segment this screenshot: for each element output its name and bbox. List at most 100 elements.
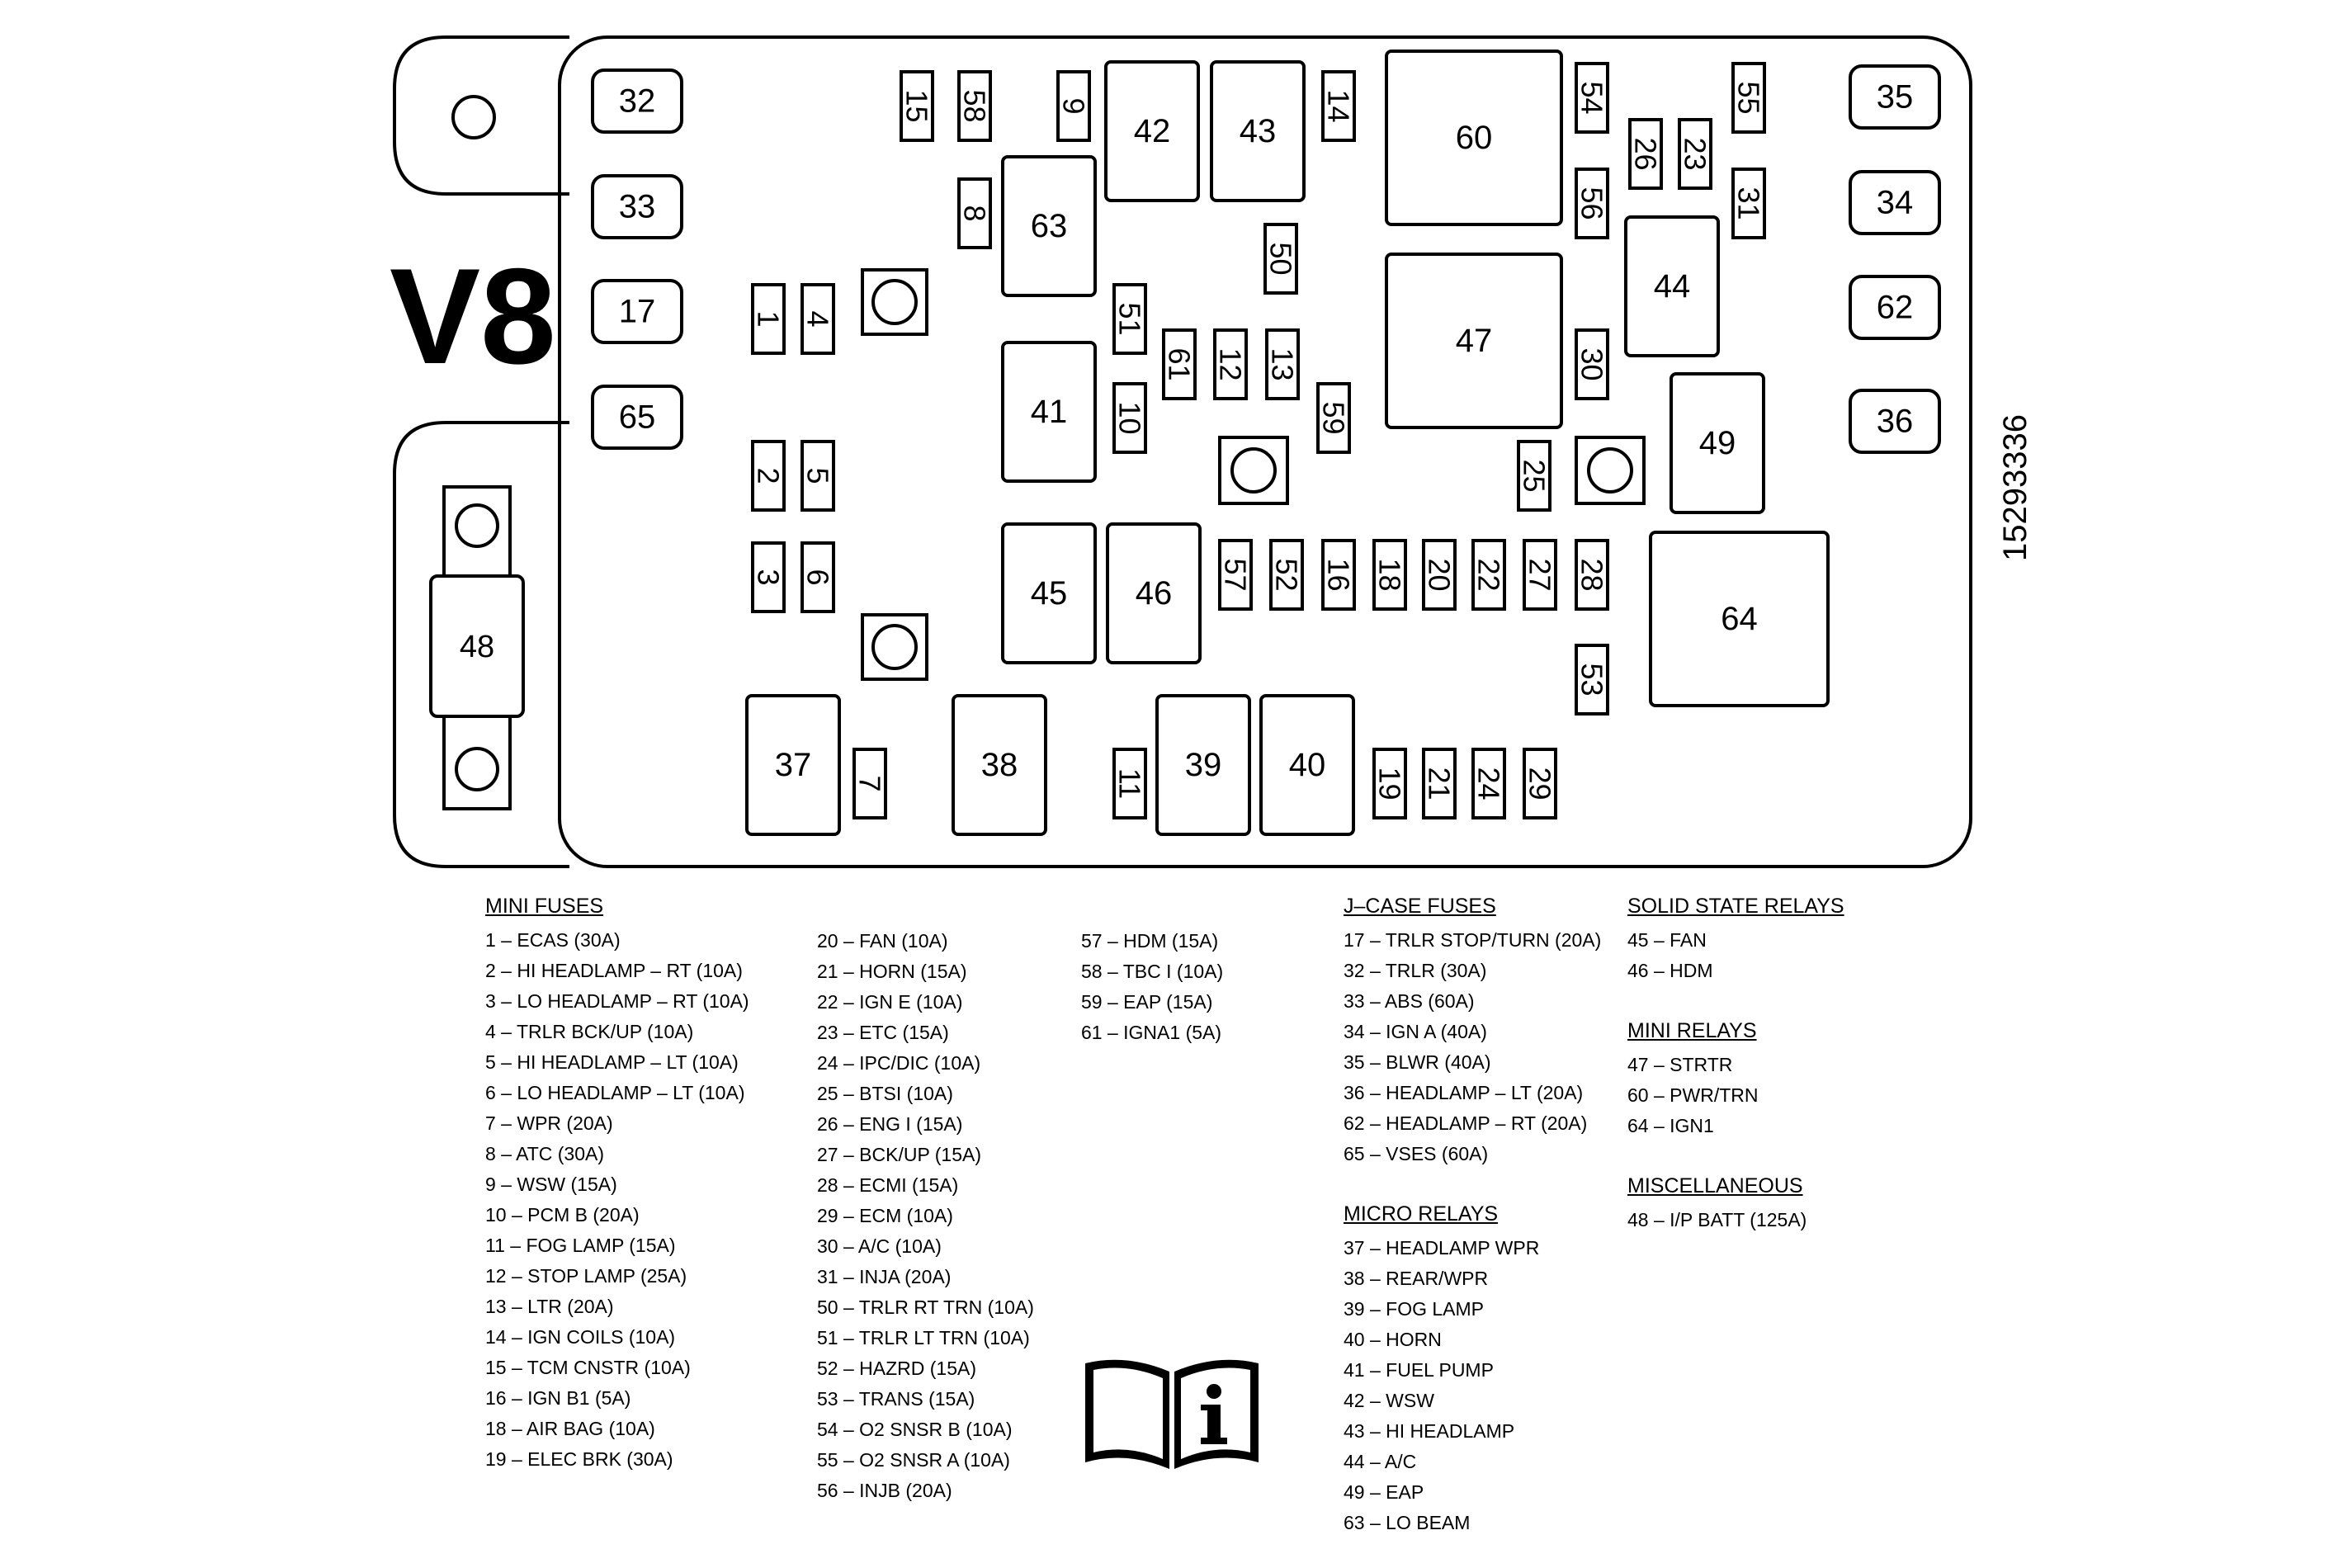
legend-item: 46 – HDM bbox=[1627, 960, 1713, 981]
legend-mini-fuses-col3: 57 – HDM (15A)58 – TBC I (10A)59 – EAP (… bbox=[1081, 926, 1223, 1048]
component-outline bbox=[751, 440, 786, 512]
post-square bbox=[1575, 436, 1646, 505]
component-mini-20: 20 bbox=[1422, 539, 1457, 611]
legend-item: 6 – LO HEADLAMP – LT (10A) bbox=[485, 1082, 745, 1103]
component-outline bbox=[1422, 539, 1457, 611]
component-relay-44: 44 bbox=[1624, 215, 1720, 357]
component-outline bbox=[1162, 328, 1197, 400]
component-mini-57: 57 bbox=[1218, 539, 1253, 611]
legend-item: 44 – A/C bbox=[1344, 1451, 1417, 1472]
component-mini-14: 14 bbox=[1321, 70, 1356, 142]
component-mini-29: 29 bbox=[1523, 748, 1557, 819]
legend-item: 30 – A/C (10A) bbox=[817, 1235, 942, 1257]
legend-item: 53 – TRANS (15A) bbox=[817, 1388, 975, 1410]
component-mini-16: 16 bbox=[1321, 539, 1356, 611]
component-label: 9 bbox=[1057, 97, 1091, 114]
component-label: 14 bbox=[1322, 89, 1356, 122]
component-label: 2 bbox=[752, 467, 786, 484]
component-label: 8 bbox=[958, 205, 992, 221]
component-outline bbox=[1104, 60, 1200, 202]
legend-group-jcase: J–CASE FUSES 17 – TRLR STOP/TURN (20A)32… bbox=[1344, 891, 1601, 1169]
component-mini-19: 19 bbox=[1372, 748, 1407, 819]
legend-item: 65 – VSES (60A) bbox=[1344, 1143, 1489, 1164]
component-outline bbox=[852, 748, 887, 819]
legend-title-jcase-fuses: J–CASE FUSES bbox=[1344, 895, 1496, 918]
component-outline bbox=[1849, 389, 1941, 454]
component-mini-61: 61 bbox=[1162, 328, 1197, 400]
component-label: 26 bbox=[1629, 137, 1663, 170]
legend-item: 59 – EAP (15A) bbox=[1081, 991, 1213, 1013]
component-label: 45 bbox=[1031, 575, 1068, 612]
component-mini-5: 5 bbox=[801, 440, 835, 512]
legend-mini-fuses-col1: MINI FUSES 1 – ECAS (30A)2 – HI HEADLAMP… bbox=[485, 891, 749, 1475]
component-mini-15: 15 bbox=[900, 70, 934, 142]
component-label: 17 bbox=[619, 294, 656, 330]
legend-group-miscellaneous: MISCELLANEOUS 48 – I/P BATT (125A) bbox=[1627, 1171, 1844, 1235]
legend-item: 18 – AIR BAG (10A) bbox=[485, 1418, 655, 1439]
component-jcase-32: 32 bbox=[591, 68, 683, 134]
component-jcase-65: 65 bbox=[591, 385, 683, 450]
legend-item: 10 – PCM B (20A) bbox=[485, 1204, 640, 1226]
component-outline bbox=[952, 694, 1047, 836]
component-outline bbox=[957, 70, 992, 142]
component-mini-30: 30 bbox=[1575, 328, 1609, 400]
post-circle bbox=[871, 279, 918, 325]
legend-item: 20 – FAN (10A) bbox=[817, 930, 948, 952]
component-outline bbox=[1628, 118, 1663, 190]
component-label: 46 bbox=[1136, 575, 1173, 612]
component-label: 37 bbox=[775, 747, 812, 783]
component-mini-22: 22 bbox=[1471, 539, 1506, 611]
component-outline bbox=[591, 68, 683, 134]
legend-item: 26 – ENG I (15A) bbox=[817, 1113, 963, 1135]
component-label: 54 bbox=[1575, 81, 1609, 114]
component-label: 62 bbox=[1877, 290, 1914, 326]
component-outline bbox=[1112, 283, 1147, 355]
info-base bbox=[1201, 1438, 1227, 1444]
component-relay-37: 37 bbox=[745, 694, 841, 836]
component-label: 15 bbox=[900, 89, 934, 122]
component-label: 64 bbox=[1721, 601, 1758, 637]
component-label: 57 bbox=[1219, 558, 1253, 591]
maxi-fuse-bolt bbox=[455, 747, 499, 791]
legend-item: 25 – BTSI (10A) bbox=[817, 1083, 953, 1104]
legend-item: 60 – PWR/TRN bbox=[1627, 1084, 1759, 1106]
component-outline bbox=[1624, 215, 1720, 357]
component-label: 13 bbox=[1266, 347, 1300, 380]
post-square bbox=[861, 268, 928, 336]
component-relay-45: 45 bbox=[1001, 522, 1097, 664]
component-mini-31: 31 bbox=[1731, 168, 1766, 239]
legend-item: 58 – TBC I (10A) bbox=[1081, 961, 1224, 982]
component-outline bbox=[1321, 70, 1356, 142]
fuse-box-housing bbox=[393, 35, 1972, 868]
housing-main-body bbox=[558, 35, 1972, 868]
component-mini-6: 6 bbox=[801, 541, 835, 613]
component-outline bbox=[1649, 531, 1830, 707]
component-mini-4: 4 bbox=[801, 283, 835, 355]
legend-item: 52 – HAZRD (15A) bbox=[817, 1358, 977, 1379]
legend-item: 41 – FUEL PUMP bbox=[1344, 1359, 1494, 1381]
component-outline bbox=[1523, 748, 1557, 819]
component-outline bbox=[1849, 64, 1941, 130]
component-label: 59 bbox=[1317, 401, 1351, 434]
component-relay-41: 41 bbox=[1001, 341, 1097, 483]
component-label: 40 bbox=[1289, 747, 1326, 783]
legend-item: 16 – IGN B1 (5A) bbox=[485, 1387, 631, 1409]
legend-title-solid-state-relays: SOLID STATE RELAYS bbox=[1627, 895, 1844, 918]
component-mini-26: 26 bbox=[1628, 118, 1663, 190]
component-relay-47: 47 bbox=[1385, 253, 1563, 429]
component-outline bbox=[1575, 328, 1609, 400]
component-label: 31 bbox=[1732, 187, 1766, 220]
component-outline bbox=[1112, 382, 1147, 454]
component-mini-53: 53 bbox=[1575, 644, 1609, 716]
legend-item: 43 – HI HEADLAMP bbox=[1344, 1420, 1515, 1442]
component-outline bbox=[1321, 539, 1356, 611]
component-mini-54: 54 bbox=[1575, 62, 1609, 134]
component-outline bbox=[900, 70, 934, 142]
housing-mount-tab-top bbox=[393, 35, 569, 196]
component-outline bbox=[1001, 522, 1097, 664]
component-maxi-48: 48 bbox=[429, 485, 525, 810]
component-label: 24 bbox=[1472, 767, 1506, 800]
component-label: 61 bbox=[1163, 347, 1197, 380]
legend-item: 35 – BLWR (40A) bbox=[1344, 1051, 1491, 1073]
